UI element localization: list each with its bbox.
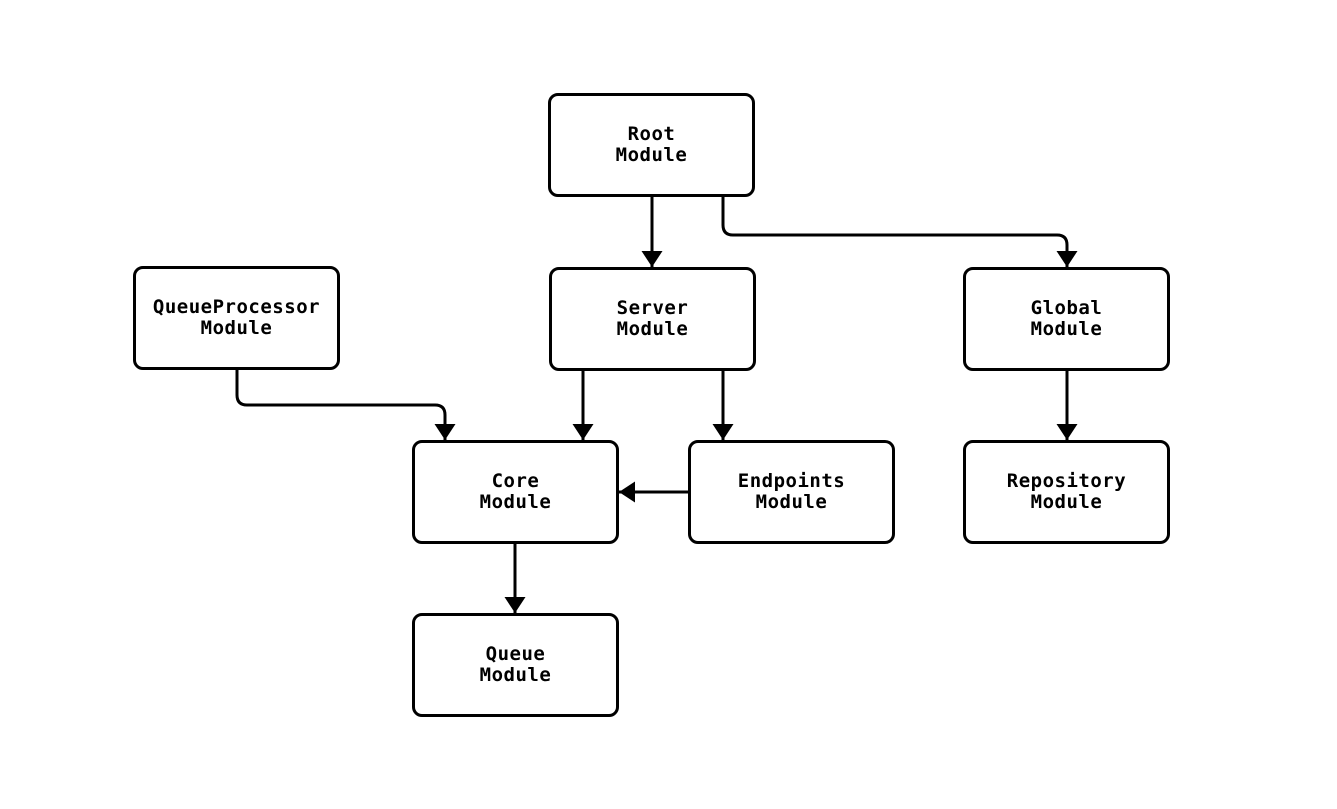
node-root-module-label: Root Module bbox=[615, 123, 688, 166]
node-server-module: Server Module bbox=[549, 267, 756, 371]
node-queue-module: Queue Module bbox=[412, 613, 619, 717]
node-server-module-label: Server Module bbox=[616, 297, 689, 340]
edge-root-to-global bbox=[721, 197, 1078, 267]
node-repository-module: Repository Module bbox=[963, 440, 1170, 544]
node-repository-module-label: Repository Module bbox=[1006, 470, 1127, 513]
node-global-module-label: Global Module bbox=[1030, 297, 1103, 340]
edge-queueprocessor-to-core bbox=[235, 370, 456, 440]
node-endpoints-module-label: Endpoints Module bbox=[737, 470, 846, 513]
node-root-module: Root Module bbox=[548, 93, 755, 197]
node-core-module-label: Core Module bbox=[479, 470, 552, 513]
node-queueprocessor-module: QueueProcessor Module bbox=[133, 266, 340, 370]
node-global-module: Global Module bbox=[963, 267, 1170, 371]
node-core-module: Core Module bbox=[412, 440, 619, 544]
node-endpoints-module: Endpoints Module bbox=[688, 440, 895, 544]
node-queue-module-label: Queue Module bbox=[479, 643, 552, 686]
node-queueprocessor-module-label: QueueProcessor Module bbox=[152, 296, 321, 339]
